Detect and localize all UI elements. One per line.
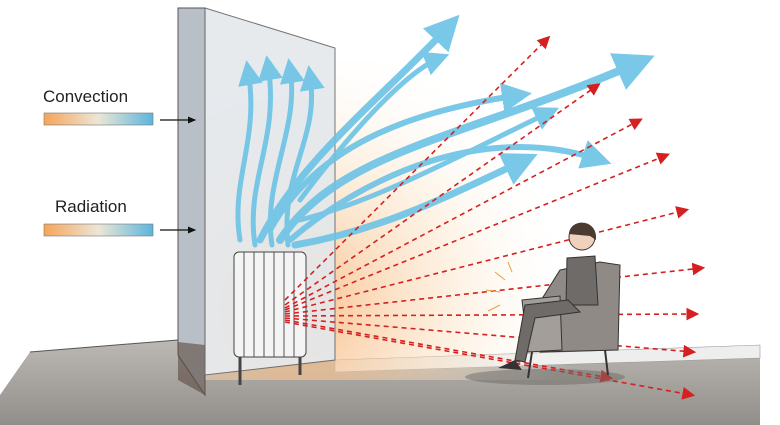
convection-arrows xyxy=(235,14,655,249)
person-in-armchair xyxy=(465,222,625,385)
convection-label: Convection xyxy=(43,87,129,106)
radiation-label: Radiation xyxy=(55,197,127,216)
wall-edge xyxy=(177,7,206,397)
radiator xyxy=(233,251,307,385)
radiation-legend-swatch xyxy=(43,223,154,237)
convection-legend-swatch xyxy=(43,112,154,126)
